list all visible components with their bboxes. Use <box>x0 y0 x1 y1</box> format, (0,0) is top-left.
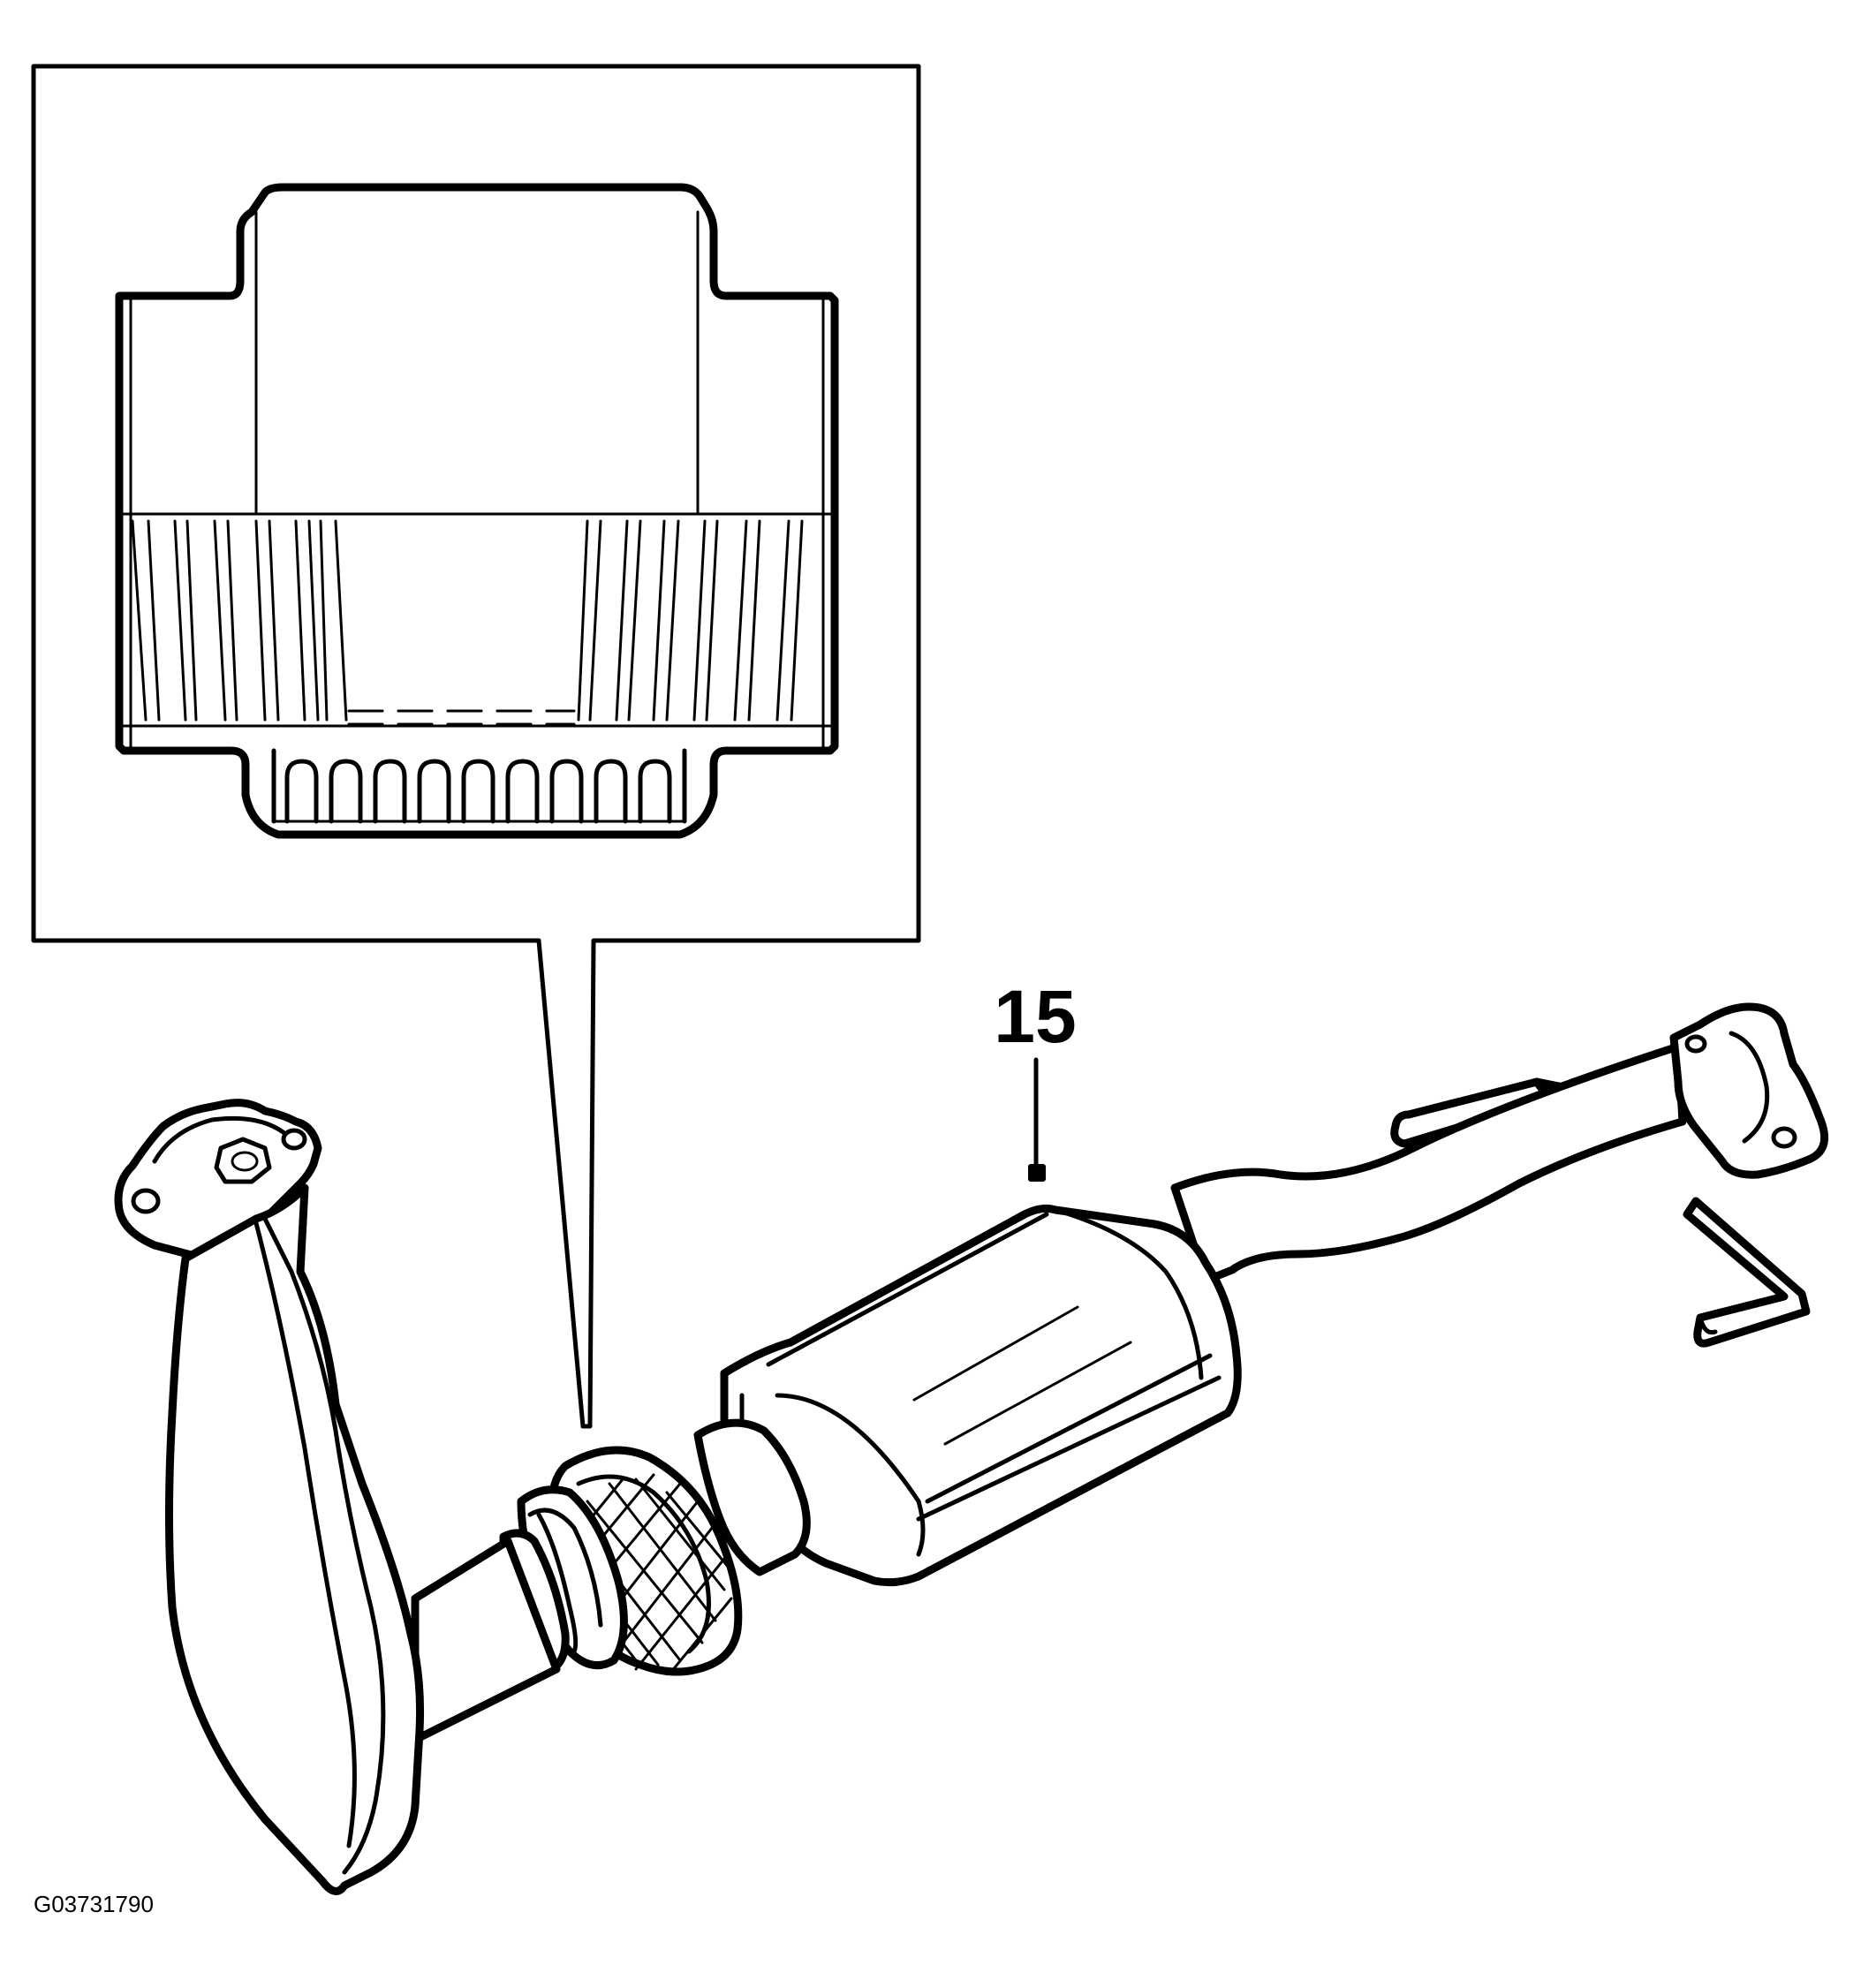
bellows-corrugation <box>271 748 687 824</box>
front-flange <box>114 1099 322 1267</box>
braid-strands-left <box>131 519 348 722</box>
converter-inlet-neck <box>693 1418 811 1576</box>
rear-pipe <box>1170 1042 1687 1285</box>
flex-joint-section <box>115 183 839 839</box>
detail-inset <box>31 64 921 1429</box>
callout-label: 15 <box>994 975 1076 1058</box>
front-downpipe <box>165 1183 425 1895</box>
flex-joint <box>499 1446 743 1676</box>
figure-id: G03731790 <box>34 1891 154 1917</box>
hanger-rod-lower <box>1683 1197 1811 1348</box>
rear-flange <box>1669 1002 1829 1179</box>
exhaust-assembly: 15 <box>114 975 1829 1895</box>
callout-marker <box>1028 1164 1046 1182</box>
braid-strands-right <box>577 519 804 722</box>
callout-15: 15 <box>994 975 1077 1182</box>
